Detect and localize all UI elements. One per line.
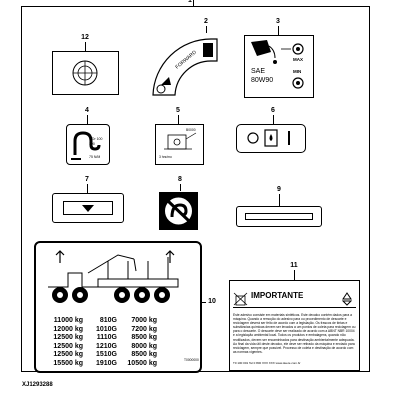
decal-4: 1 Dr 100 100 75 N/M [66, 124, 110, 165]
model: 1010G [95, 325, 117, 333]
model: 1210G [95, 342, 117, 350]
model: 1110G [96, 334, 117, 342]
callout-4: 4 [85, 107, 89, 114]
weight-row: 12500 kg 1110G 8500 kg [41, 334, 157, 343]
oil-fill-icon [251, 40, 304, 89]
weight-front: 15500 kg [53, 359, 83, 367]
decal-7 [52, 193, 124, 223]
callout-2: 2 [204, 18, 208, 25]
model: 810G [99, 317, 117, 324]
leader-2 [206, 26, 207, 38]
decal-11-body: Este adesivo consiste em materiais sinté… [233, 313, 356, 354]
model: 1510G [95, 351, 117, 359]
decal-11-title: IMPORTANTE [251, 291, 304, 300]
model: 1910G [95, 359, 117, 367]
weight-rear: 10500 kg [127, 359, 157, 367]
callout-12: 12 [81, 34, 89, 41]
weight-rear: 8500 kg [131, 351, 157, 359]
leader-11 [294, 270, 295, 281]
callout-11: 11 [290, 262, 298, 269]
weight-rear: 8500 kg [131, 334, 157, 342]
decal-11-rule [233, 307, 356, 308]
decal-9-strip [245, 213, 313, 220]
callout-1: 1 [188, 0, 192, 4]
leader-3 [278, 26, 279, 36]
decal-10: 11000 kg 810G 7000 kg 12000 kg 1010G 720… [34, 241, 202, 373]
recycle-icon [341, 292, 353, 306]
no-hook-icon [159, 192, 198, 230]
item-1-leader [193, 0, 194, 7]
callout-3: 3 [276, 18, 280, 25]
weight-table: 11000 kg 810G 7000 kg 12000 kg 1010G 720… [41, 317, 157, 369]
leader-8 [180, 184, 181, 192]
decal-4-small2: 75 N/M [89, 155, 101, 159]
leader-5 [178, 115, 179, 125]
decal-3-oil-line2: 80W90 [251, 77, 274, 84]
down-arrow-icon [82, 205, 94, 212]
fuel-level-icon [247, 129, 290, 147]
weight-row: 11000 kg 810G 7000 kg [41, 317, 157, 326]
weight-row: 12500 kg 1210G 8000 kg [41, 343, 157, 352]
decal-2: FORWARD [147, 33, 220, 97]
figure-code: XJ1293288 [22, 382, 53, 388]
decal-4-small1: 1 Dr 100 100 [89, 137, 103, 146]
callout-6: 6 [271, 107, 275, 114]
callout-10: 10 [208, 298, 216, 305]
decal-3: MAX MIN SAE 80W90 [244, 35, 314, 98]
leader-7 [87, 184, 88, 194]
decal-10-code: T0000000 [184, 358, 199, 362]
weight-row: 15500 kg 1910G 10500 kg [41, 360, 157, 369]
decal-8 [158, 191, 199, 231]
decal-3-max: MAX [293, 57, 303, 62]
decal-3-min: MIN [293, 69, 302, 74]
callout-9: 9 [277, 186, 281, 193]
weight-rear: 7200 kg [131, 325, 157, 333]
decal-3-oil-line1: SAE [251, 68, 266, 75]
decal-5-small-left: 3 hrs/mo [159, 155, 172, 159]
callout-5: 5 [176, 107, 180, 114]
decal-6 [236, 124, 306, 153]
weight-row: 12500 kg 1510G 8500 kg [41, 351, 157, 360]
leader-4 [87, 115, 88, 125]
service-schematic-icon [164, 132, 197, 150]
decal-11 [229, 280, 360, 371]
callout-8: 8 [178, 176, 182, 183]
decal-11-footer: T0 100 001 Tel 0 800 XXX XXX www.deere.c… [233, 361, 301, 365]
lubrication-point-icon [72, 60, 98, 86]
weight-front: 12500 kg [53, 351, 83, 359]
leader-6 [273, 115, 274, 125]
weight-rear: 7000 kg [131, 317, 157, 324]
weight-front: 12500 kg [53, 342, 83, 350]
decal-5-small-top: B0000 [186, 128, 196, 132]
weight-rear: 8000 kg [131, 342, 157, 350]
trash-bin-icon [233, 292, 248, 306]
decal-12 [52, 51, 119, 95]
callout-7: 7 [85, 176, 89, 183]
leader-9 [279, 194, 280, 207]
decal-9 [236, 206, 322, 227]
hook-icon [71, 131, 101, 160]
decal-7-inner [63, 201, 113, 215]
leader-12 [85, 42, 86, 52]
decal-5: 3 hrs/mo B0000 [155, 124, 204, 165]
weight-front: 12500 kg [53, 334, 83, 342]
weight-row: 12000 kg 1010G 7200 kg [41, 326, 157, 335]
forwarder-weights-icon [48, 250, 179, 303]
leader-10 [202, 302, 206, 303]
weight-front: 11000 kg [53, 317, 83, 324]
direction-arc-icon: FORWARD [152, 38, 218, 96]
weight-front: 12000 kg [53, 325, 83, 333]
